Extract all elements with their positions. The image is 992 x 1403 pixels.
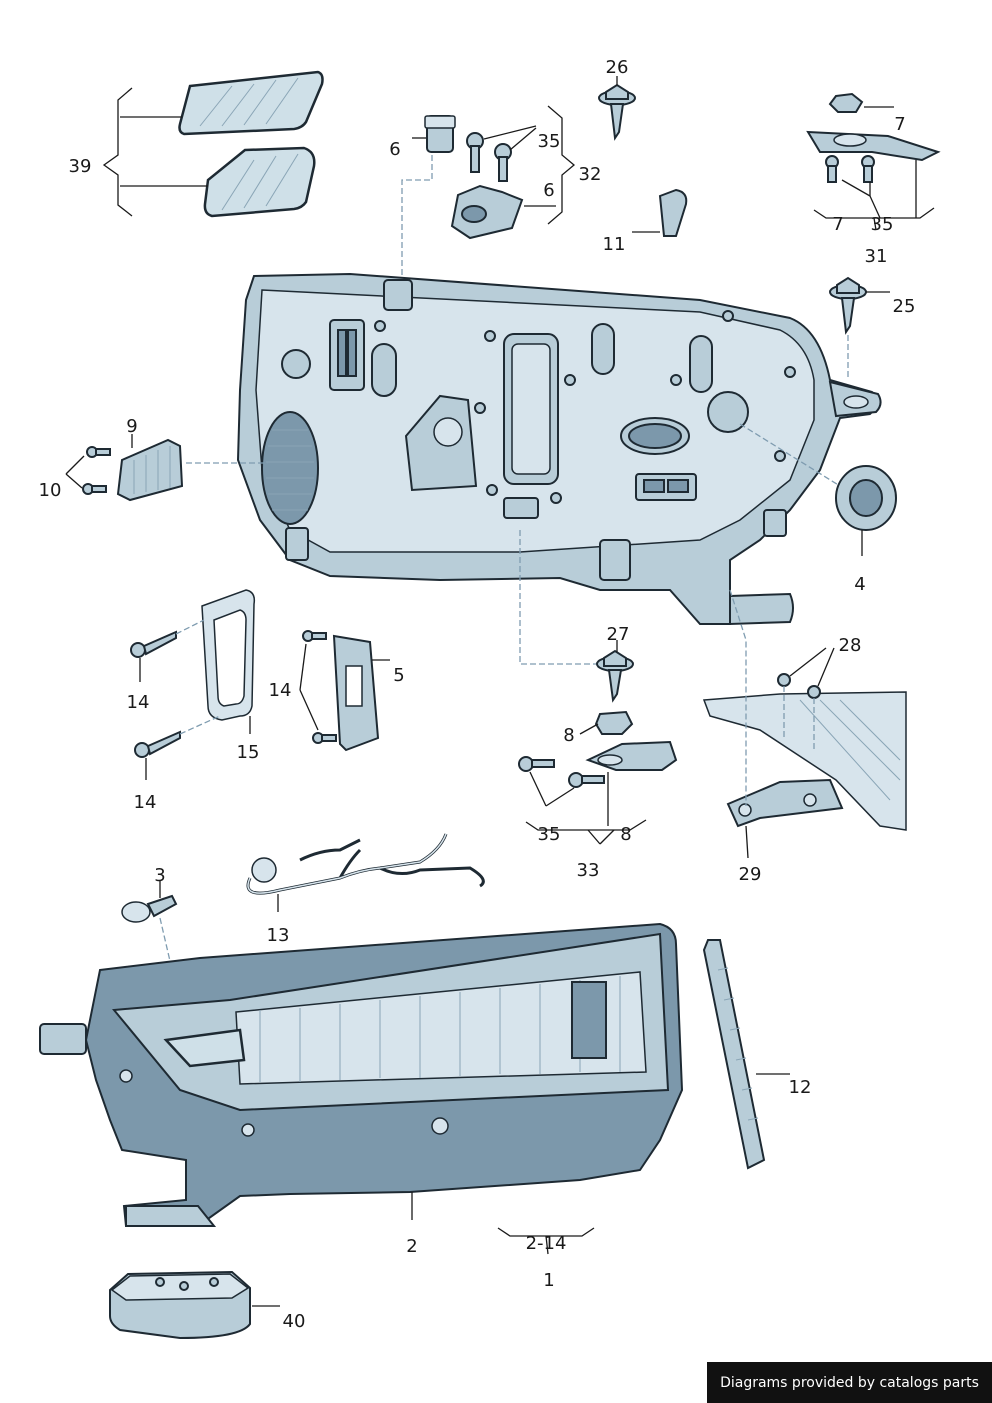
callout-35a: 35 [538,131,561,152]
callout-6b: 6 [543,180,554,201]
part-26-screw [598,76,636,141]
callout-1-bracket [497,1227,595,1255]
callout-32: 32 [579,164,602,185]
part-4-cap [739,423,897,556]
part-5-plate [299,630,390,752]
part-40-pad [109,1270,280,1340]
part-2-headlamp [39,922,684,1227]
callout-6a: 6 [389,139,400,160]
callout-8a: 8 [563,725,574,746]
callout-11: 11 [603,234,626,255]
callout-27: 27 [607,624,630,645]
callout-33: 33 [577,860,600,881]
part-12-strip [702,939,790,1170]
part-32-bracket-kit [401,105,576,280]
callout-1: 1 [543,1270,554,1291]
callout-14c: 14 [269,680,292,701]
part-39-lenses [102,70,324,218]
callout-2: 2 [406,1236,417,1257]
callout-13: 13 [267,925,290,946]
callout-39: 39 [69,156,92,177]
callout-9: 9 [126,416,137,437]
callout-31: 31 [865,246,888,267]
part-29-bracket [702,589,907,859]
credit-banner: Diagrams provided by catalogs parts [707,1362,992,1403]
headlamp-housing-rear [236,272,882,626]
callout-35b: 35 [871,214,894,235]
callout-28: 28 [839,635,862,656]
callout-5: 5 [393,665,404,686]
callout-2-14: 2-14 [526,1233,567,1254]
callout-25: 25 [893,296,916,317]
callout-7a: 7 [894,114,905,135]
callout-10: 10 [39,480,62,501]
callout-14b: 14 [134,792,157,813]
part-3-bulb [121,880,187,1031]
part-15-gasket [130,589,256,780]
part-31-mount-kit [806,92,941,231]
callout-40: 40 [283,1311,306,1332]
callout-4: 4 [854,574,865,595]
callout-26: 26 [606,57,629,78]
callout-29: 29 [739,864,762,885]
part-33-bracket-kit [518,530,678,845]
callout-3: 3 [154,865,165,886]
callout-8b: 8 [620,824,631,845]
callout-14a: 14 [127,692,150,713]
part-11-clip [632,188,688,237]
part-13-harness [246,833,485,912]
callout-7b: 7 [832,214,843,235]
callout-12: 12 [789,1077,812,1098]
callout-35c: 35 [538,824,561,845]
callout-15: 15 [237,742,260,763]
part-9-cover [65,434,268,502]
part-25-screw [829,276,890,380]
